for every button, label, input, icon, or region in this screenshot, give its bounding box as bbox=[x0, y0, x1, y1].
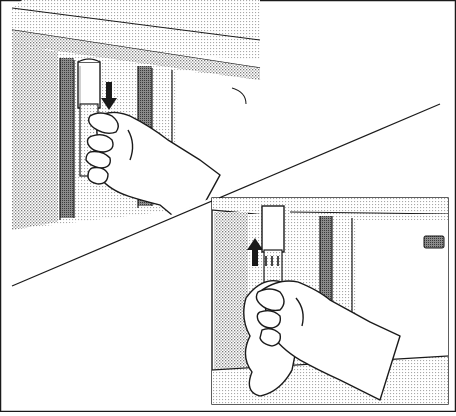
hand-with-cloth bbox=[243, 280, 401, 401]
upper-panel bbox=[11, 0, 261, 231]
arrow-down-icon bbox=[101, 82, 117, 110]
handle-icon bbox=[423, 235, 445, 249]
filter-cartridge-lower bbox=[261, 205, 285, 253]
hand-pulling-down bbox=[85, 111, 221, 231]
lower-panel bbox=[211, 197, 449, 405]
filter-cartridge bbox=[77, 61, 101, 109]
panel-divider bbox=[11, 103, 441, 287]
arrow-up-icon bbox=[247, 238, 263, 266]
